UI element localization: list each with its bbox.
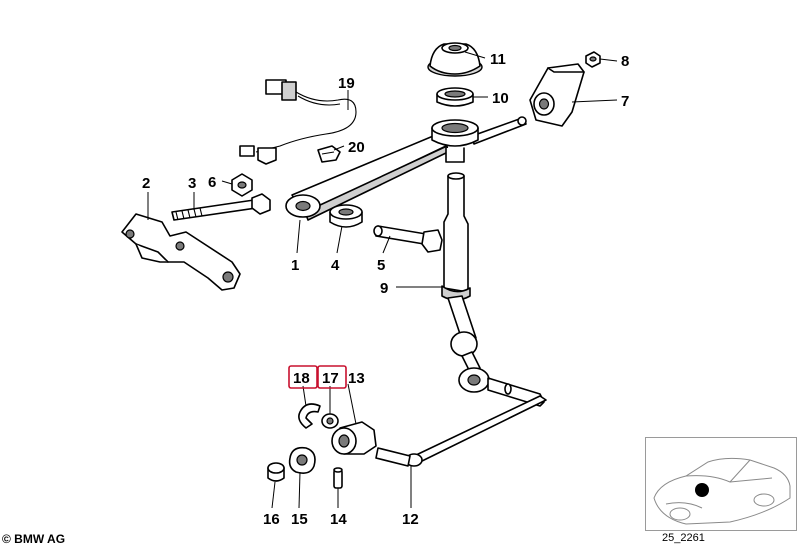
callout-2[interactable]: 2 [142, 175, 150, 192]
callout-18[interactable]: 18 [293, 370, 310, 387]
part-boot[interactable] [427, 42, 483, 77]
part-mounting-bracket[interactable] [121, 213, 241, 291]
vehicle-location-thumbnail [645, 437, 797, 531]
part-bracket[interactable] [529, 63, 585, 127]
callout-17-highlight [317, 365, 347, 389]
callout-15[interactable]: 15 [291, 511, 308, 528]
callout-18-highlight [288, 365, 318, 389]
car-outline-icon [653, 457, 791, 525]
part-bushing[interactable] [329, 204, 363, 228]
part-wire-harness[interactable] [239, 79, 357, 165]
callout-14[interactable]: 14 [330, 511, 347, 528]
callout-11[interactable]: 11 [490, 51, 506, 68]
callout-20[interactable]: 20 [348, 139, 365, 156]
callout-6[interactable]: 6 [208, 174, 216, 191]
part-joint[interactable] [331, 421, 377, 455]
part-nut-small[interactable] [585, 51, 601, 68]
callout-16[interactable]: 16 [263, 511, 280, 528]
part-shift-lever[interactable] [285, 116, 527, 221]
copyright-text: © BMW AG [2, 532, 66, 546]
callout-13[interactable]: 13 [348, 370, 365, 387]
leader-lines [147, 51, 618, 509]
callout-1[interactable]: 1 [291, 257, 299, 274]
part-cap[interactable] [267, 462, 285, 482]
part-washer[interactable] [321, 413, 339, 429]
part-bearing[interactable] [288, 446, 316, 474]
part-ring[interactable] [436, 87, 474, 107]
callout-5[interactable]: 5 [377, 257, 385, 274]
callout-4[interactable]: 4 [331, 257, 340, 274]
callout-8[interactable]: 8 [621, 53, 629, 70]
callout-19[interactable]: 19 [338, 75, 355, 92]
callout-7[interactable]: 7 [621, 93, 629, 110]
callout-labels: 11 10 8 7 19 20 2 3 6 1 4 5 9 18 17 13 1… [142, 51, 629, 528]
location-marker-icon [695, 483, 709, 497]
callout-9[interactable]: 9 [380, 280, 388, 297]
callout-17[interactable]: 17 [322, 370, 339, 387]
callout-12[interactable]: 12 [402, 511, 419, 528]
part-bolt-long[interactable] [171, 193, 271, 221]
diagram-code: 25_2261 [662, 532, 705, 544]
part-retaining-clip[interactable] [298, 403, 321, 429]
part-selector-rod[interactable] [441, 172, 481, 373]
part-pin[interactable] [333, 467, 343, 489]
part-shift-rod[interactable] [375, 367, 547, 467]
part-bolt-short[interactable] [373, 225, 443, 253]
callout-10[interactable]: 10 [492, 90, 509, 107]
part-nut[interactable] [231, 173, 253, 197]
callout-3[interactable]: 3 [188, 175, 196, 192]
